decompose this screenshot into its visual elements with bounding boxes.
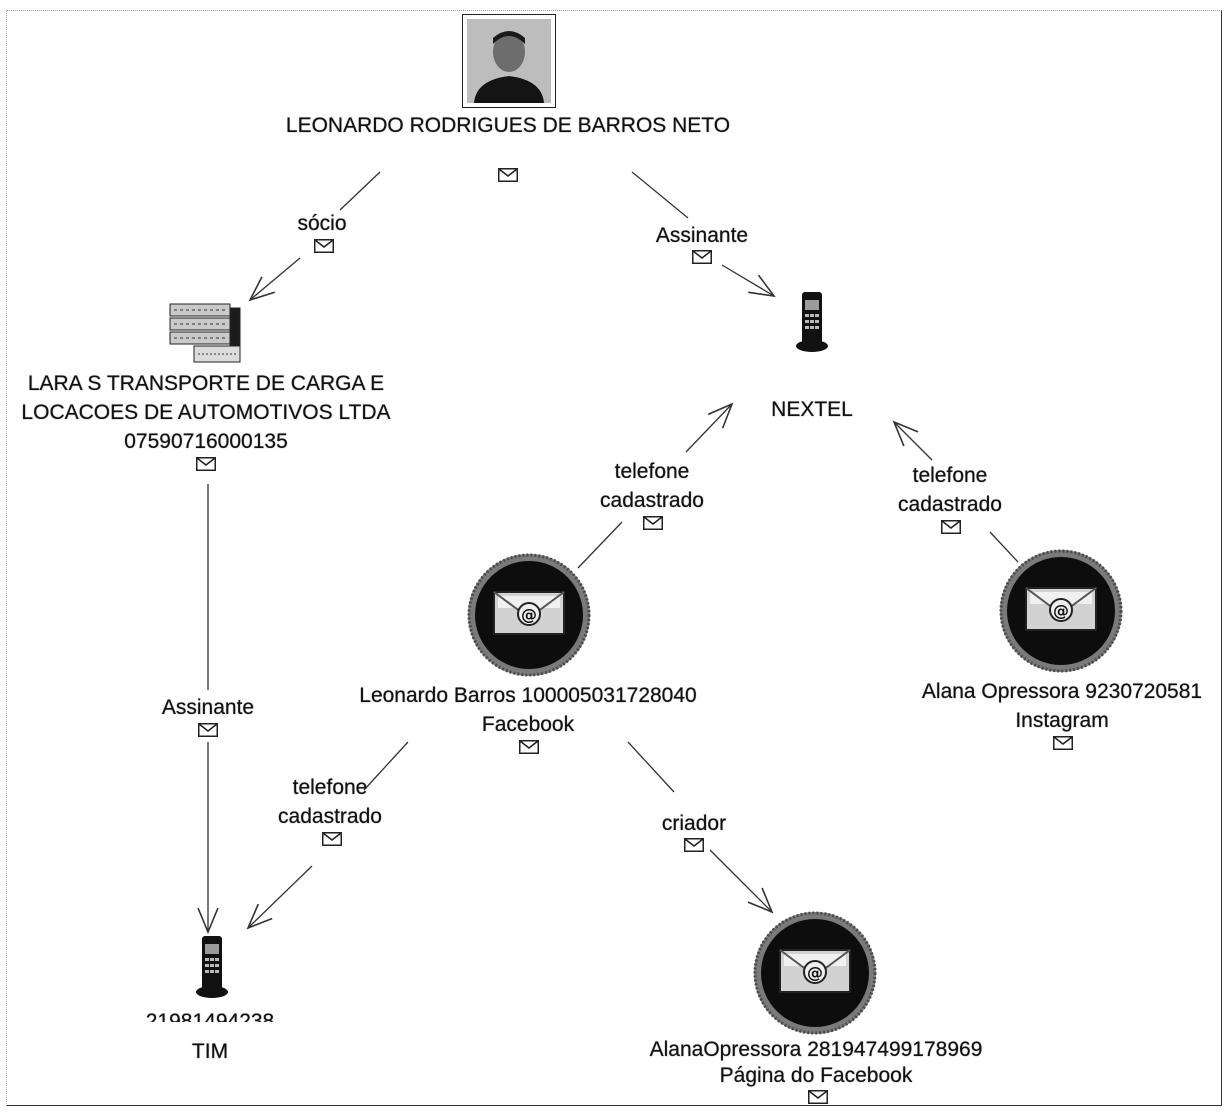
tel-insta-nextel-envelope-icon[interactable] (941, 520, 961, 534)
facebook-profile-envelope-icon[interactable] (519, 740, 539, 754)
edge-label-socio: sócio (297, 212, 347, 235)
facebook-profile-label-2: Facebook (481, 713, 575, 736)
mobile-phone-icon (196, 936, 228, 998)
edge-label-assinante-tim: Assinante (161, 696, 255, 719)
edge-socio-lower (248, 257, 301, 302)
edge-label-criador: criador (661, 812, 727, 835)
company-name-line2: LOCACOES DE AUTOMOTIVOS LTDA (21, 401, 391, 424)
envelope-icon (941, 520, 961, 534)
person-photo-icon (462, 14, 556, 108)
edge-label-tel-insta-nextel-2: cadastrado (898, 493, 1002, 516)
instagram-envelope-icon[interactable] (1053, 736, 1073, 750)
edge-label-assinante-nextel: Assinante (655, 224, 749, 247)
envelope-icon (1053, 736, 1073, 750)
envelope-icon (684, 838, 704, 852)
internet-account-icon: @ (753, 911, 877, 1035)
facebook-page-label-2: Página do Facebook (719, 1064, 913, 1087)
criador-envelope-icon[interactable] (684, 838, 704, 852)
envelope-icon (519, 740, 539, 754)
edge-tel-insta-nextel-upper (892, 420, 933, 461)
edge-criador-upper (627, 741, 675, 793)
facebook-profile-node[interactable]: @ (466, 552, 592, 678)
edge-assinante-nextel-lower (721, 264, 776, 298)
envelope-icon (196, 457, 216, 471)
nextel-name: NEXTEL (771, 398, 853, 421)
diagram-frame (6, 10, 1222, 1106)
facebook-page-envelope-icon[interactable] (808, 1090, 828, 1104)
edge-label-tel-fb-nextel-1: telefone (614, 460, 690, 483)
envelope-icon (198, 723, 218, 737)
internet-account-icon: @ (999, 549, 1123, 673)
envelope-icon (498, 168, 518, 182)
edge-tel-fb-nextel-upper (685, 402, 734, 453)
nextel-node[interactable] (790, 290, 834, 354)
svg-text:@: @ (1053, 601, 1069, 620)
tel-fb-tim-envelope-icon[interactable] (322, 832, 342, 846)
tel-fb-nextel-envelope-icon[interactable] (643, 516, 663, 530)
person-name: LEONARDO RODRIGUES DE BARROS NETO (285, 114, 731, 137)
edge-tel-fb-tim-lower (246, 865, 313, 930)
company-node[interactable] (166, 296, 246, 368)
instagram-label-1: Alana Opressora 9230720581 (921, 680, 1203, 703)
tim-node[interactable] (190, 934, 234, 1000)
edge-label-tel-fb-tim-2: cadastrado (278, 805, 382, 828)
svg-text:@: @ (521, 605, 537, 624)
edge-label-tel-fb-tim-1: telefone (292, 776, 368, 799)
company-envelope-icon[interactable] (196, 457, 216, 471)
edge-socio-upper (339, 171, 381, 211)
tim-number: 21981494238 (145, 1010, 275, 1022)
person-node[interactable] (462, 14, 556, 108)
tim-name: TIM (191, 1040, 229, 1063)
edge-label-tel-fb-nextel-2: cadastrado (600, 489, 704, 512)
envelope-icon (322, 832, 342, 846)
company-name-line1: LARA S TRANSPORTE DE CARGA E (27, 372, 385, 395)
envelope-icon (643, 516, 663, 530)
assinante-nextel-envelope-icon[interactable] (692, 250, 712, 264)
mobile-phone-icon (796, 292, 828, 352)
envelope-icon (692, 250, 712, 264)
facebook-page-node[interactable]: @ (752, 910, 878, 1036)
facebook-profile-label-1: Leonardo Barros 100005031728040 (359, 684, 697, 707)
envelope-icon (314, 239, 334, 253)
instagram-label-2: Instagram (1015, 709, 1109, 732)
assinante-tim-envelope-icon[interactable] (198, 723, 218, 737)
facebook-page-label-1: AlanaOpressora 281947499178969 (649, 1038, 983, 1061)
instagram-node[interactable]: @ (998, 548, 1124, 674)
edge-criador-lower (709, 849, 774, 914)
company-building-icon (169, 303, 241, 363)
person-envelope-icon[interactable] (498, 168, 518, 182)
envelope-icon (808, 1090, 828, 1104)
socio-envelope-icon[interactable] (314, 239, 334, 253)
edge-tel-fb-nextel-lower (577, 521, 623, 569)
edge-assinante-nextel-upper (631, 171, 689, 219)
company-cnpj: 07590716000135 (124, 430, 288, 453)
edge-tel-insta-nextel-lower (989, 531, 1019, 563)
svg-text:@: @ (807, 963, 823, 982)
internet-account-icon: @ (467, 553, 591, 677)
edge-tel-fb-tim-upper (363, 741, 409, 791)
edge-label-tel-insta-nextel-1: telefone (912, 464, 988, 487)
